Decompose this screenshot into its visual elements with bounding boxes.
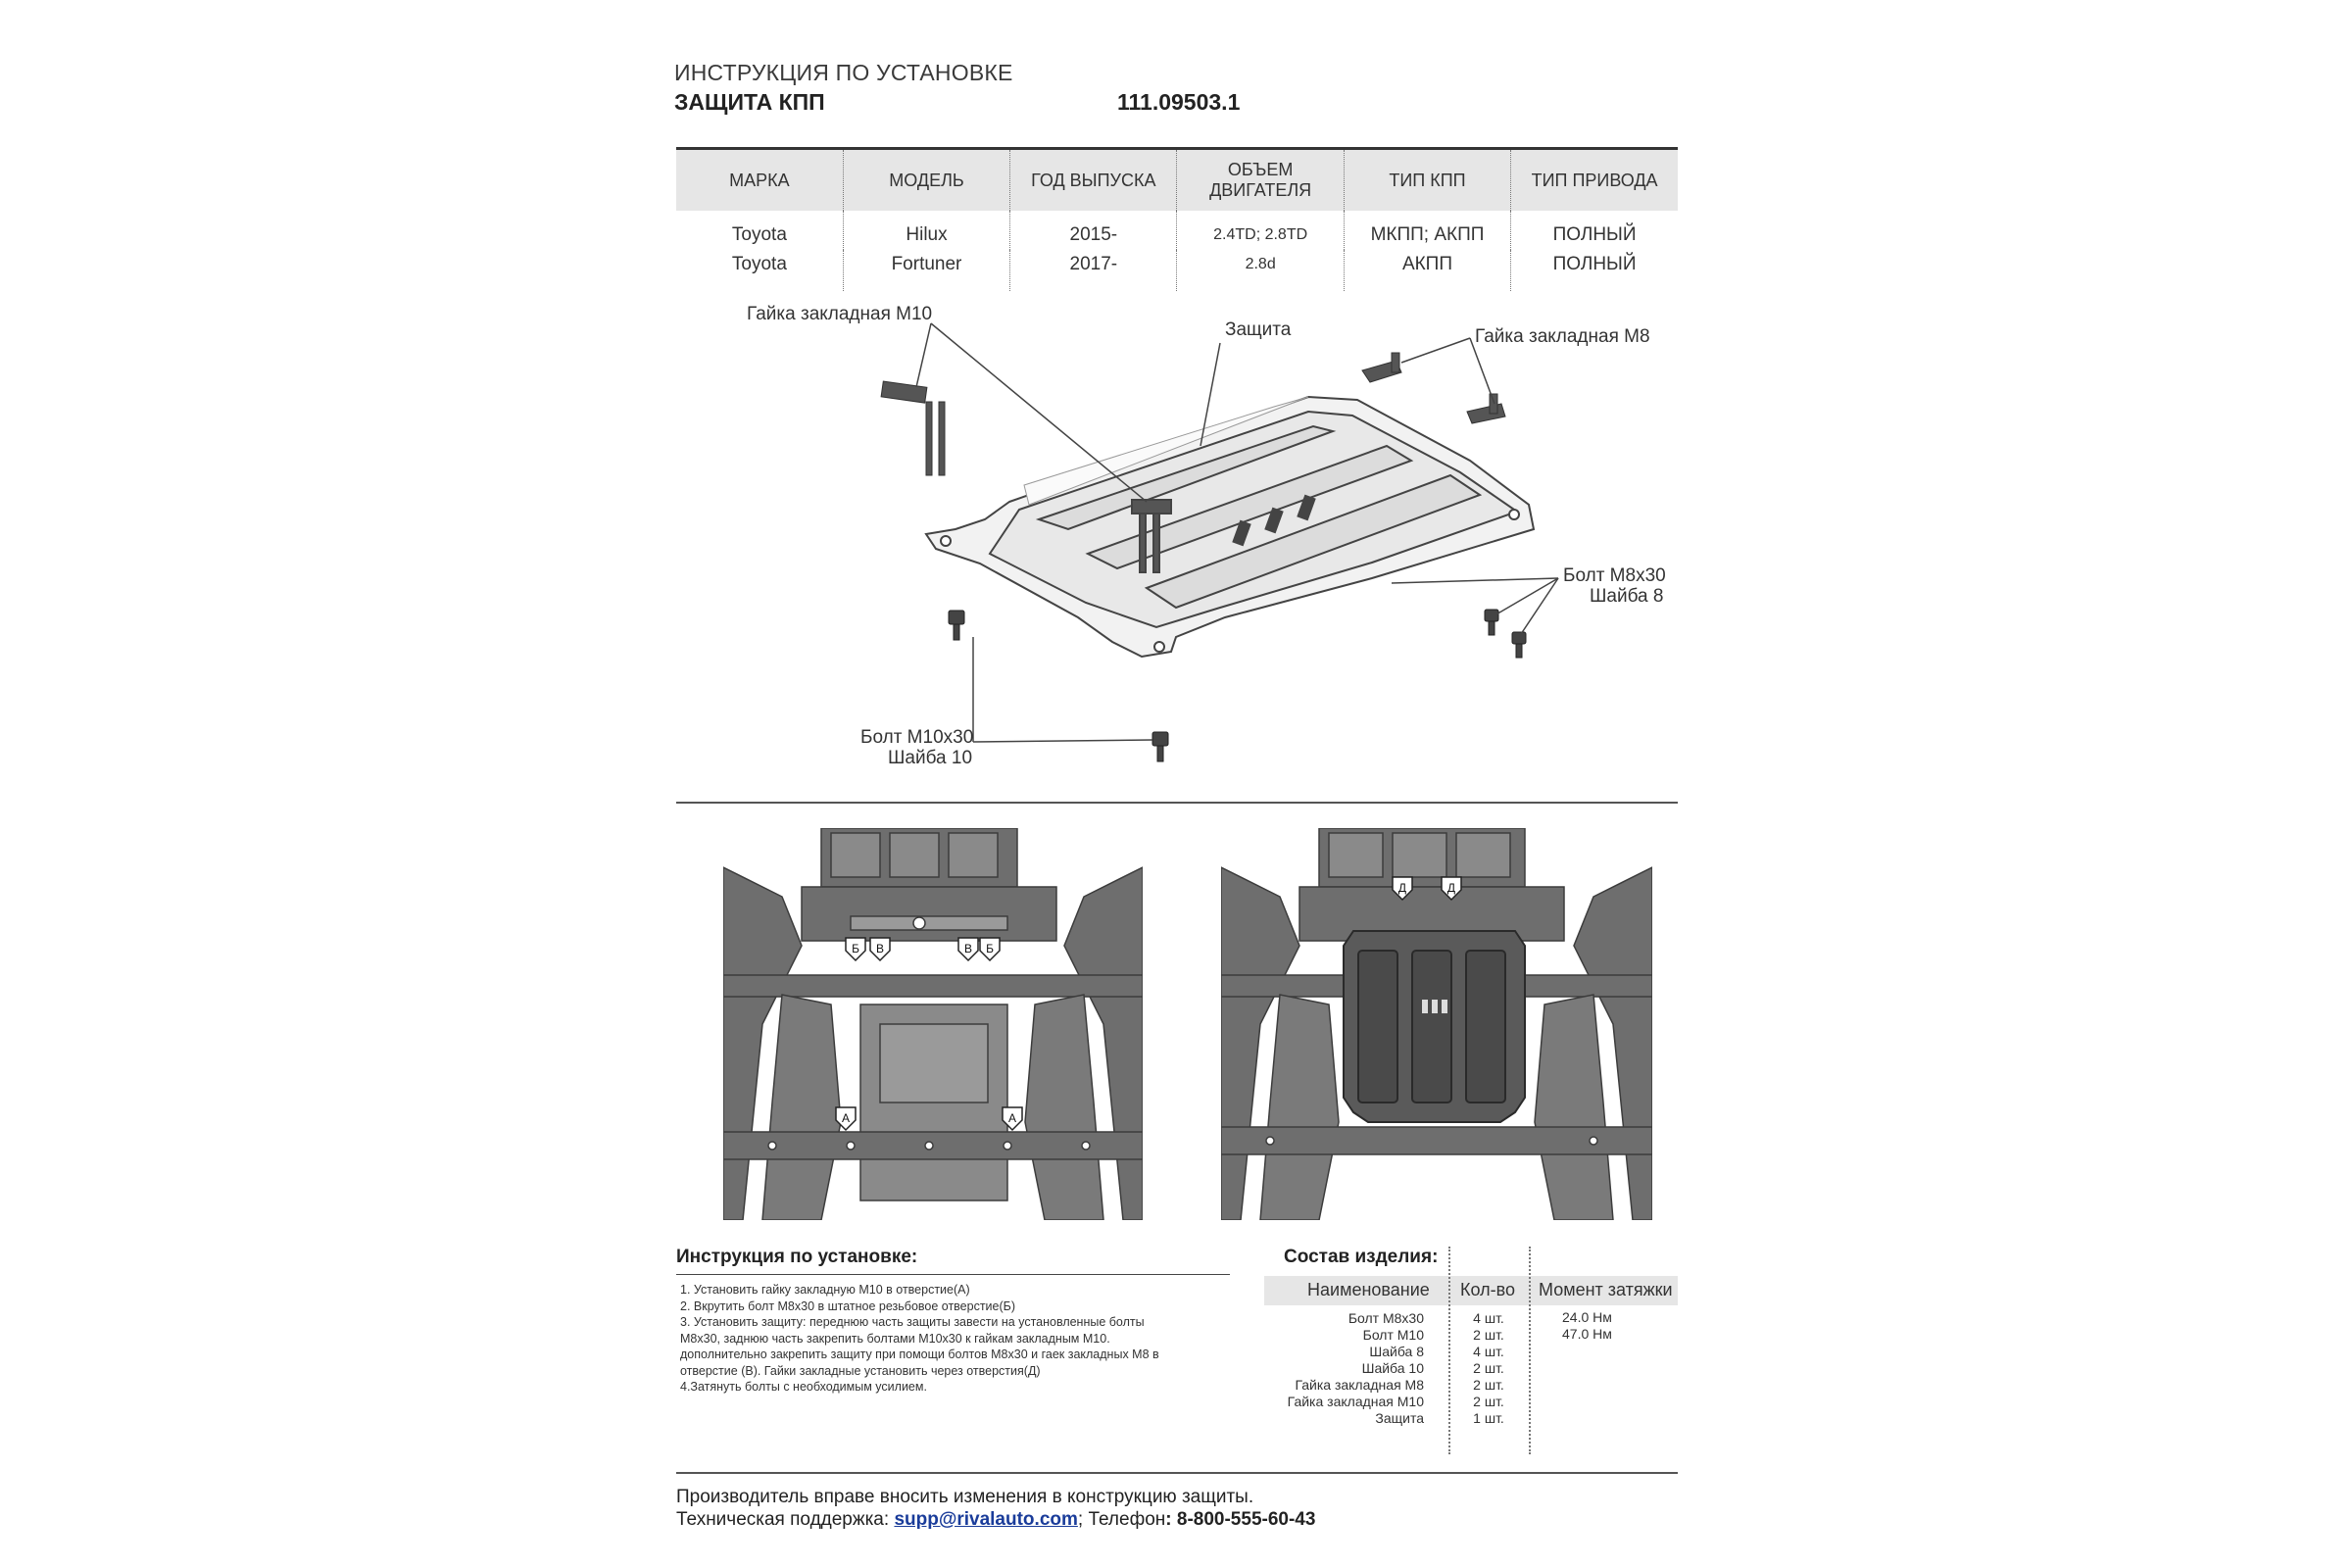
section-divider <box>676 802 1678 804</box>
cell-drive: ПОЛНЫЙ <box>1552 224 1637 245</box>
label-washer-10: Шайба 10 <box>888 748 973 768</box>
marker-d-1: Д <box>1398 881 1406 895</box>
list-item: Шайба 10 <box>1361 1360 1424 1376</box>
label-bolt-m8: Болт М8х30 <box>1563 565 1666 586</box>
list-item: 1 шт. <box>1473 1410 1504 1426</box>
composition-col-torque: Момент затяжки <box>1539 1280 1673 1299</box>
table-row: Toyota Hilux 2015- 2.4TD; 2.8TD МКПП; АК… <box>676 211 1678 250</box>
instructions-title: Инструкция по установке: <box>676 1247 918 1267</box>
col-header-model: МОДЕЛЬ <box>843 150 1011 211</box>
composition-torque: 24.0 Нм 47.0 Нм <box>1562 1309 1660 1343</box>
list-item: Болт М8х30 <box>1348 1310 1424 1326</box>
composition-col-qty: Кол-во <box>1460 1280 1515 1299</box>
instruction-line: дополнительно закрепить защиту при помощ… <box>680 1348 1159 1361</box>
composition-names: Болт М8х30 Болт М10 Шайба 8 Шайба 10 Гай… <box>1264 1310 1424 1427</box>
cell-gearbox: АКПП <box>1344 250 1512 291</box>
marker-a-2: А <box>1008 1111 1016 1125</box>
composition-title: Состав изделия: <box>1284 1247 1439 1267</box>
composition-header-bar <box>1264 1276 1678 1305</box>
list-item: 2 шт. <box>1473 1327 1504 1343</box>
instruction-line: 3. Установить защиту: переднюю часть защ… <box>680 1315 1145 1329</box>
cell-engine: 2.8d <box>1176 250 1345 291</box>
photo-markers-left <box>835 937 1023 1132</box>
label-bolt-m10: Болт М10х30 <box>860 727 974 748</box>
list-item: Защита <box>1375 1410 1424 1426</box>
list-item: Гайка закладная М10 <box>1287 1394 1424 1409</box>
list-item: 4 шт. <box>1473 1344 1504 1359</box>
footer-support: Техническая поддержка: supp@rivalauto.co… <box>676 1509 1315 1531</box>
support-label: Техническая поддержка: <box>676 1509 895 1530</box>
composition-col-name: Наименование <box>1307 1280 1430 1299</box>
support-email-link[interactable]: supp@rivalauto.com <box>894 1509 1078 1530</box>
cell-make: Toyota <box>676 250 844 291</box>
instruction-line: 2. Вкрутить болт М8х30 в штатное резьбов… <box>680 1298 1016 1313</box>
label-nut-m10: Гайка закладная М10 <box>747 304 933 324</box>
cell-year: 2015- <box>1009 211 1178 250</box>
label-guard: Защита <box>1225 319 1292 340</box>
list-item: Болт М10 <box>1362 1327 1424 1343</box>
list-item: 2 шт. <box>1473 1360 1504 1376</box>
instructions-list: 1. Установить гайку закладную М10 в отве… <box>680 1282 1229 1396</box>
cell-engine: 2.4TD; 2.8TD <box>1176 211 1345 250</box>
list-item: 4 шт. <box>1473 1310 1504 1326</box>
cell-gearbox: МКПП; АКПП <box>1344 211 1512 250</box>
composition-divider <box>1448 1247 1450 1454</box>
exploded-parts-diagram <box>880 322 1559 762</box>
label-washer-8: Шайба 8 <box>1590 586 1664 607</box>
underbody-photo-after: Д Д <box>1221 828 1652 1220</box>
marker-v-2: В <box>964 942 972 956</box>
composition-divider <box>1529 1247 1531 1454</box>
vehicle-spec-table: МАРКА МОДЕЛЬ ГОД ВЫПУСКА ОБЪЕМ ДВИГАТЕЛЯ… <box>676 147 1678 291</box>
instruction-line: 4.Затянуть болты с необходимым усилием. <box>680 1380 927 1394</box>
list-item: 2 шт. <box>1473 1394 1504 1409</box>
marker-b-1: Б <box>852 942 859 956</box>
nut-m8-part <box>1361 352 1506 424</box>
doc-title: ИНСТРУКЦИЯ ПО УСТАНОВКЕ <box>674 60 1013 85</box>
table-row: Toyota Fortuner 2017- 2.8d АКПП ПОЛНЫЙ <box>676 250 1678 291</box>
underbody-photo-before: Б В В Б А А <box>723 828 1143 1220</box>
cell-make: Toyota <box>676 211 844 250</box>
instruction-line: 1. Установить гайку закладную М10 в отве… <box>680 1283 970 1297</box>
cell-year: 2017- <box>1009 250 1178 291</box>
col-header-drive: ТИП ПРИВОДА <box>1510 150 1678 211</box>
instruction-line: отверстие (В). Гайки закладные установит… <box>680 1363 1041 1378</box>
footer-disclaimer: Производитель вправе вносить изменения в… <box>676 1487 1254 1507</box>
leader-lines <box>915 322 1559 743</box>
composition-qty: 4 шт. 2 шт. 4 шт. 2 шт. 2 шт. 2 шт. 1 шт… <box>1454 1310 1523 1427</box>
cell-drive: ПОЛНЫЙ <box>1552 254 1637 274</box>
list-item: Гайка закладная М8 <box>1295 1377 1424 1393</box>
installed-guard-plate <box>1343 930 1526 1123</box>
nut-m10-part <box>880 380 946 476</box>
spec-table-header-row: МАРКА МОДЕЛЬ ГОД ВЫПУСКА ОБЪЕМ ДВИГАТЕЛЯ… <box>676 150 1678 211</box>
col-header-make: МАРКА <box>676 150 844 211</box>
label-nut-m8: Гайка закладная М8 <box>1475 326 1650 347</box>
product-code: 111.09503.1 <box>1117 89 1241 115</box>
product-name: ЗАЩИТА КПП <box>674 89 825 115</box>
marker-v-1: В <box>876 942 884 956</box>
instructions-rule <box>676 1274 1230 1275</box>
footer-rule <box>676 1472 1678 1474</box>
bolt-parts <box>948 609 1527 762</box>
col-header-year: ГОД ВЫПУСКА <box>1009 150 1178 211</box>
guard-plate <box>924 395 1536 659</box>
photo-markers-right <box>1392 876 1462 902</box>
marker-b-2: Б <box>986 942 994 956</box>
list-item: 47.0 Нм <box>1562 1326 1612 1342</box>
marker-d-2: Д <box>1447 881 1455 895</box>
col-header-gearbox: ТИП КПП <box>1344 150 1512 211</box>
cell-model: Hilux <box>843 211 1011 250</box>
phone-label: ; Телефон <box>1077 1509 1166 1530</box>
marker-a-1: А <box>842 1111 850 1125</box>
cell-model: Fortuner <box>843 250 1011 291</box>
instruction-line: М8х30, заднюю часть закрепить болтами М1… <box>680 1331 1110 1346</box>
col-header-engine: ОБЪЕМ ДВИГАТЕЛЯ <box>1176 150 1345 211</box>
list-item: 24.0 Нм <box>1562 1309 1612 1325</box>
support-phone: : 8-800-555-60-43 <box>1165 1509 1316 1530</box>
list-item: Шайба 8 <box>1369 1344 1424 1359</box>
list-item: 2 шт. <box>1473 1377 1504 1393</box>
